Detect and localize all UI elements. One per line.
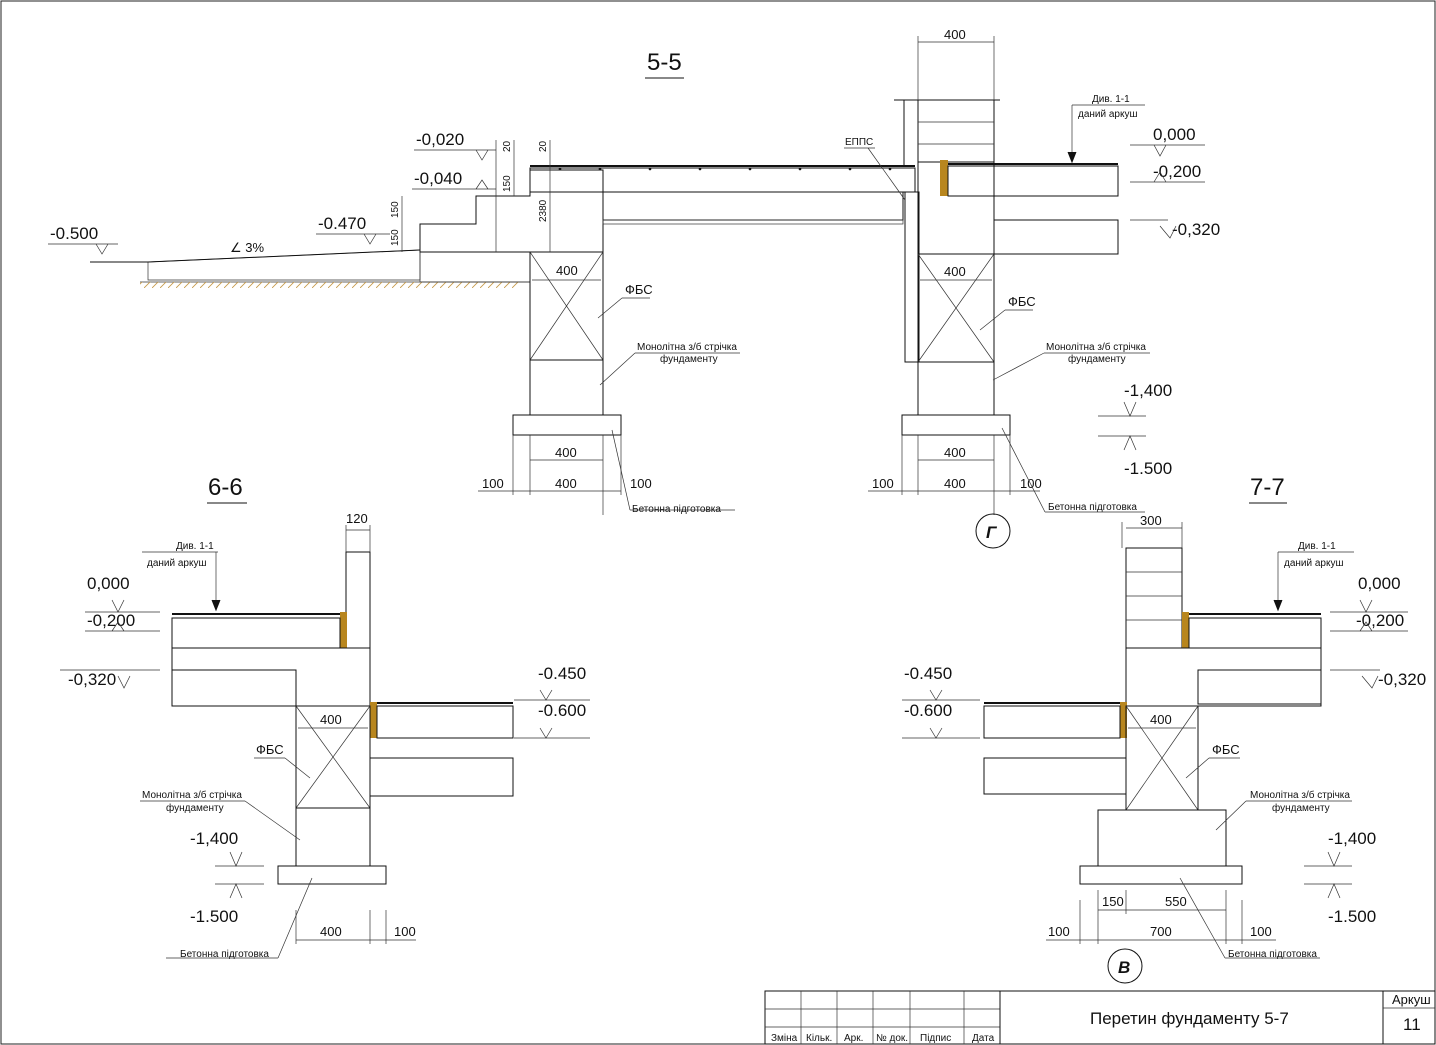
lvl-m0600-66: -0.600: [538, 701, 586, 720]
lvl-m0450-66: -0.450: [538, 664, 586, 683]
dim-found-66a: 400: [320, 924, 342, 939]
title-block: Зміна Кільк. Арк. № док. Підпис Дата Пер…: [764, 990, 1436, 1045]
section-7-7: 7-7 300 400 ФБС Монолітна з/б стр: [902, 474, 1426, 984]
dim-found-r3: 100: [872, 476, 894, 491]
fbs-label-66: ФБС: [256, 742, 284, 757]
tb-col-4: Підпис: [920, 1033, 951, 1044]
lvl-m0320-77: -0,320: [1378, 670, 1426, 689]
lvl-m0450-77: -0.450: [904, 664, 952, 683]
dim-120: 120: [346, 511, 368, 526]
tb-col-0: Зміна: [771, 1033, 798, 1044]
dim-550-77: 550: [1165, 894, 1187, 909]
mono-label-2b: фундаменту: [1068, 353, 1126, 365]
lvl-z0000-66: 0,000: [87, 574, 130, 593]
mono-label-1a: Монолітна з/б стрічка: [637, 341, 737, 353]
mono-label-1b: фундаменту: [660, 353, 718, 365]
fbs-label-77: ФБС: [1212, 742, 1240, 757]
lvl-m0320-66: -0,320: [68, 670, 116, 689]
concrete-label-1: Бетонна підготовка: [632, 504, 721, 515]
mono-label-2a: Монолітна з/б стрічка: [1046, 341, 1146, 353]
lvl-z0000-77: 0,000: [1358, 574, 1401, 593]
floor-finish-marks: [558, 167, 892, 171]
dim-fbs-77: 400: [1150, 712, 1172, 727]
dim-100-77a: 100: [1048, 924, 1070, 939]
dim-found-l2: 400: [555, 476, 577, 491]
dim-found-r1: 400: [944, 445, 966, 460]
tb-col-5: Дата: [972, 1033, 995, 1044]
epps-label: ЕППС: [845, 137, 873, 148]
mono-label-66b: фундаменту: [166, 802, 224, 814]
dim-150b: 150: [390, 201, 401, 218]
see-ref-77b: даний аркуш: [1284, 558, 1344, 569]
see-ref-66b: даний аркуш: [147, 558, 207, 569]
dim-20a: 20: [502, 140, 513, 152]
fbs-label-1: ФБС: [625, 282, 653, 297]
dim-fbs-width-right: 400: [944, 264, 966, 279]
mono-label-77b: фундаменту: [1272, 802, 1330, 814]
lvl-m0470: -0.470: [318, 214, 366, 233]
dim-150c: 150: [390, 229, 401, 246]
mono-label-66a: Монолітна з/б стрічка: [142, 789, 242, 801]
dim-found-l3: 100: [482, 476, 504, 491]
dim-found-l1: 400: [555, 445, 577, 460]
lvl-m1400-66: -1,400: [190, 829, 238, 848]
lvl-m1500-55: -1.500: [1124, 459, 1172, 478]
lvl-m0500: -0.500: [50, 224, 98, 243]
lvl-m0600-77: -0.600: [904, 701, 952, 720]
see-ref-66a: Див. 1-1: [176, 541, 214, 552]
fbs-label-2: ФБС: [1008, 294, 1036, 309]
see-ref-55b: даний аркуш: [1078, 109, 1138, 120]
lvl-m1400-77: -1,400: [1328, 829, 1376, 848]
tb-col-1: Кільк.: [806, 1033, 832, 1044]
axis-g: Г: [986, 523, 998, 542]
lvl-m1500-66: -1.500: [190, 907, 238, 926]
lvl-m1400-55: -1,400: [1124, 381, 1172, 400]
section-title-6-6: 6-6: [208, 474, 243, 501]
section-6-6: 6-6 120 400 ФБС Монолітна з/б стрічка фу…: [60, 474, 590, 960]
dim-found-l4: 100: [630, 476, 652, 491]
section-title-5-5: 5-5: [647, 49, 682, 76]
lvl-m0320-55: -0,320: [1172, 220, 1220, 239]
lvl-m1500-77: -1.500: [1328, 907, 1376, 926]
dim-found-66b: 100: [394, 924, 416, 939]
tb-sheet-label: Аркуш: [1392, 992, 1431, 1007]
section-5-5: 5-5 ∠ 3% 400: [48, 27, 1220, 549]
see-ref-77a: Див. 1-1: [1298, 541, 1336, 552]
dim-wall-top: 400: [944, 27, 966, 42]
lvl-m0200-77: -0,200: [1356, 611, 1404, 630]
dim-700-77: 700: [1150, 924, 1172, 939]
concrete-label-77: Бетонна підготовка: [1228, 949, 1317, 960]
dim-150-77: 150: [1102, 894, 1124, 909]
mono-label-77a: Монолітна з/б стрічка: [1250, 789, 1350, 801]
axis-v: В: [1118, 958, 1130, 977]
dim-150a: 150: [502, 175, 513, 192]
dim-found-r4: 100: [1020, 476, 1042, 491]
see-ref-55a: Див. 1-1: [1092, 94, 1130, 105]
dim-2380: 2380: [538, 199, 549, 222]
lvl-m0040: -0,040: [414, 169, 462, 188]
dim-300: 300: [1140, 513, 1162, 528]
tb-col-2: Арк.: [844, 1033, 863, 1044]
concrete-label-66: Бетонна підготовка: [180, 949, 269, 960]
lvl-m0200-66: -0,200: [87, 611, 135, 630]
tb-sheet-no: 11: [1403, 1015, 1421, 1034]
dim-100-77b: 100: [1250, 924, 1272, 939]
dim-found-r2: 400: [944, 476, 966, 491]
lvl-m0020: -0,020: [416, 130, 464, 149]
dim-fbs-66: 400: [320, 712, 342, 727]
concrete-label-2: Бетонна підготовка: [1048, 502, 1137, 513]
tb-col-3: № док.: [876, 1033, 908, 1044]
section-title-7-7: 7-7: [1250, 474, 1285, 501]
slope-label: ∠ 3%: [230, 240, 265, 255]
lvl-z0000-55: 0,000: [1153, 125, 1196, 144]
dim-fbs-width-left: 400: [556, 263, 578, 278]
lvl-m0200-55: -0,200: [1153, 162, 1201, 181]
dim-20b: 20: [538, 140, 549, 152]
tb-title: Перетин фундаменту 5-7: [1090, 1009, 1289, 1028]
